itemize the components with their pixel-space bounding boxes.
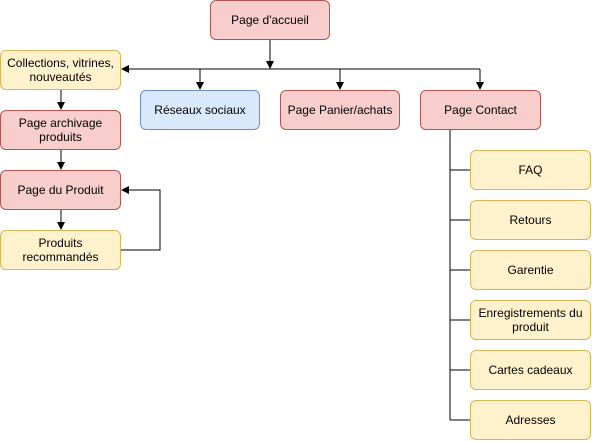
contact-page-node: Page Contact bbox=[420, 90, 541, 130]
collections-node: Collections, vitrines, nouveautés bbox=[0, 50, 121, 90]
addresses-node: Adresses bbox=[470, 400, 591, 440]
product-archive-node: Page archivage produits bbox=[0, 110, 121, 150]
cart-page-node: Page Panier/achats bbox=[280, 90, 400, 130]
social-networks-node: Réseaux sociaux bbox=[140, 90, 260, 130]
edge-recommended-loop-to-product bbox=[121, 186, 161, 251]
warranty-node: Garentie bbox=[470, 250, 591, 290]
faq-node: FAQ bbox=[470, 150, 591, 190]
product-page-node: Page du Produit bbox=[0, 170, 121, 210]
home-page-node: Page d'accueil bbox=[210, 0, 330, 40]
gift-cards-node: Cartes cadeaux bbox=[470, 350, 591, 390]
recommended-products-node: Produits recommandés bbox=[0, 230, 121, 270]
product-registration-node: Enregistrements du produit bbox=[470, 300, 591, 340]
returns-node: Retours bbox=[470, 200, 591, 240]
